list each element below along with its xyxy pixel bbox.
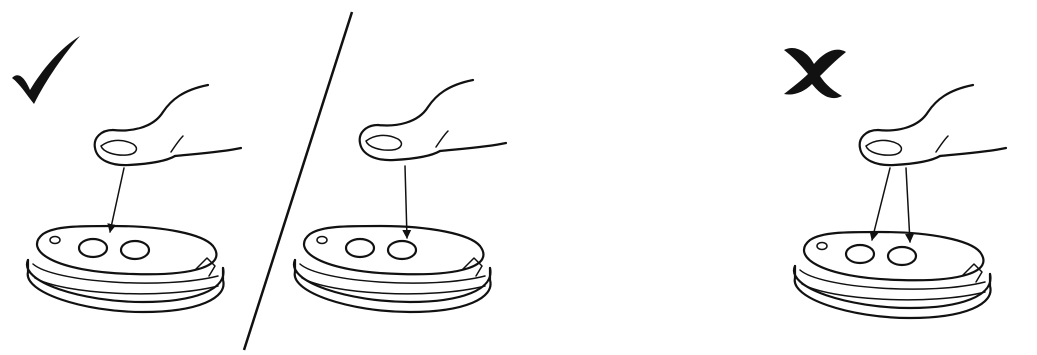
press-arrow-right — [906, 168, 910, 242]
finger-icon — [360, 80, 506, 160]
remote-fob — [794, 232, 991, 318]
finger-icon — [95, 85, 241, 165]
panel-correct-right — [294, 80, 506, 312]
remote-fob — [294, 226, 491, 312]
remote-fob — [27, 226, 224, 312]
checkmark-icon — [12, 36, 80, 104]
panel-divider — [244, 12, 352, 350]
finger-icon — [860, 85, 1006, 165]
cross-icon — [784, 48, 846, 98]
panel-incorrect-both — [784, 48, 1006, 318]
panel-correct-left — [12, 36, 241, 312]
press-arrow — [110, 168, 124, 232]
press-arrow-left — [872, 168, 890, 240]
